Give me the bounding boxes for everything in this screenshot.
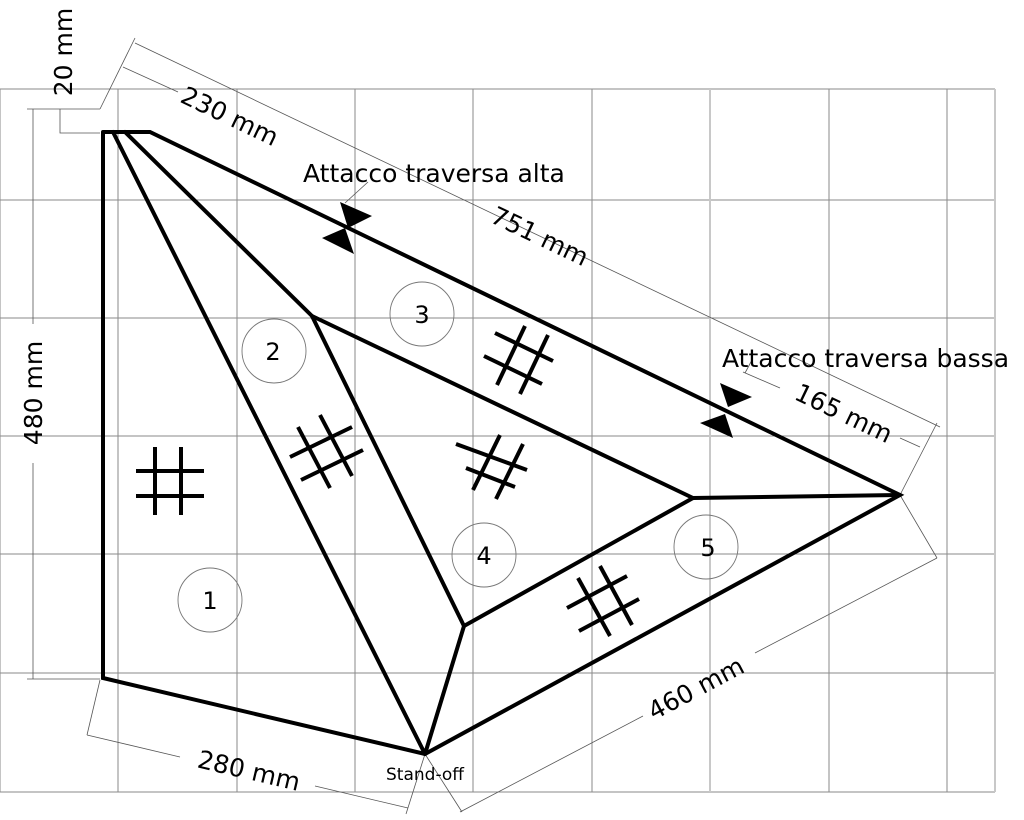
arrow-icon bbox=[720, 383, 752, 407]
dim-751-label: 751 mm bbox=[486, 201, 593, 272]
number-circle bbox=[389, 281, 455, 347]
edge-panel-3-4 bbox=[310, 314, 695, 500]
dim-280-extension bbox=[86, 679, 101, 736]
dim-20-line bbox=[59, 109, 100, 134]
panel-number-3: 3 bbox=[389, 281, 455, 347]
upper-attachment-label: Attacco traversa alta bbox=[303, 159, 565, 188]
number-circle bbox=[241, 318, 307, 384]
background-grid bbox=[0, 88, 996, 793]
lower-attachment-label: Attacco traversa bassa bbox=[722, 344, 1009, 373]
dim-460-extension bbox=[899, 494, 938, 559]
panel-number-label: 4 bbox=[476, 542, 491, 570]
dim-280-extension bbox=[405, 753, 426, 815]
hatch-panel-4 bbox=[455, 434, 528, 500]
panel-number-label: 2 bbox=[265, 338, 280, 366]
arrow-icon bbox=[322, 228, 354, 254]
hatch-panel-1 bbox=[136, 447, 204, 515]
arrow-icon bbox=[340, 202, 372, 228]
panel-number-4: 4 bbox=[451, 522, 517, 588]
dim-230-extension bbox=[99, 37, 136, 110]
panel-outline bbox=[101, 130, 905, 757]
dim-165-label: 165 mm bbox=[790, 378, 897, 449]
number-circle bbox=[673, 514, 739, 580]
dim-460-label: 460 mm bbox=[643, 651, 749, 726]
upper-attachment-marker bbox=[322, 202, 372, 254]
upper-attachment-leader bbox=[344, 181, 369, 204]
outer-edge bbox=[101, 130, 905, 757]
panel-number-label: 5 bbox=[700, 534, 715, 562]
dim-165-line bbox=[742, 371, 781, 389]
number-circle bbox=[177, 567, 243, 633]
dim-480-label: 480 mm bbox=[19, 341, 48, 445]
panel-number-label: 3 bbox=[414, 301, 429, 329]
edge-panel-1-2 bbox=[111, 130, 427, 756]
dim-280-line bbox=[314, 785, 409, 809]
dim-460-line bbox=[459, 715, 644, 813]
standoff-label: Stand-off bbox=[386, 765, 465, 785]
dim-280-label: 280 mm bbox=[195, 745, 303, 797]
dim-460-extension bbox=[424, 753, 463, 813]
hatch-panel-2 bbox=[289, 414, 364, 489]
dim-280-line bbox=[86, 734, 181, 758]
panel-number-2: 2 bbox=[241, 318, 307, 384]
panel-number-label: 1 bbox=[202, 587, 217, 615]
panel-number-1: 1 bbox=[177, 567, 243, 633]
arrow-icon bbox=[700, 414, 733, 438]
dim-20-label: 20 mm bbox=[49, 8, 78, 96]
dim-165-extension bbox=[899, 422, 938, 496]
dim-230-label: 230 mm bbox=[176, 81, 283, 152]
dim-751-line bbox=[134, 42, 941, 428]
dim-165-extension bbox=[744, 359, 753, 374]
panel-number-5: 5 bbox=[673, 514, 739, 580]
dim-165-line bbox=[899, 437, 921, 448]
edge-panel-4-5 bbox=[462, 493, 902, 628]
hatch-panel-5 bbox=[566, 565, 640, 637]
lower-attachment-marker bbox=[700, 383, 752, 438]
number-circle bbox=[451, 522, 517, 588]
dimension-lines bbox=[27, 37, 941, 815]
dim-230-line bbox=[122, 66, 179, 93]
hatch-panel-3 bbox=[483, 325, 554, 395]
dim-460-line bbox=[754, 557, 938, 654]
edge-panel-2-4 bbox=[123, 130, 467, 756]
